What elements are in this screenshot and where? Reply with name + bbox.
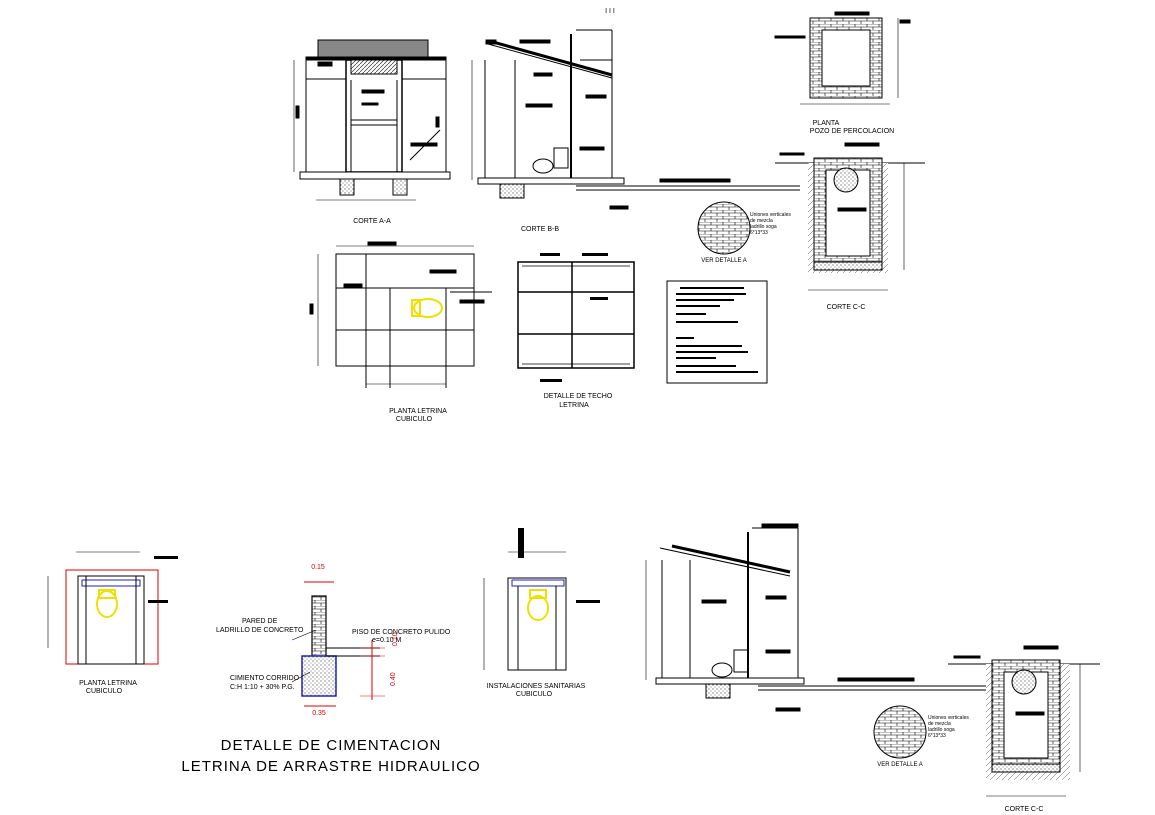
piso-label-2: e=0.10 M (372, 637, 402, 644)
detalle-techo-drawing (517, 253, 635, 382)
piso-label-1: PISO DE CONCRETO PULIDO (352, 629, 451, 636)
instalaciones-drawing (483, 528, 600, 671)
corte-cc-top-drawing (775, 142, 925, 291)
main-title-line-1: DETALLE DE CIMENTACION (220, 737, 442, 754)
uniones-bottom-line-2: de mezcla (928, 721, 951, 727)
instalaciones-label-2: CUBICULO (515, 691, 553, 698)
corte-bb-label: CORTE B-B (521, 226, 559, 233)
dim-035: 0.35 (312, 710, 326, 717)
ver-detalle-top-label: VER DETALLE A (701, 258, 747, 264)
planta-pozo-drawing (774, 11, 911, 105)
cimentacion-detail-drawing (291, 581, 385, 707)
main-title-line-2: LETRINA DE ARRASTRE HIDRAULICO (181, 758, 481, 775)
corte-bottom-drawing (645, 523, 996, 712)
corte-cc-top-label: CORTE C-C (826, 304, 866, 311)
planta-pozo-label-1: PLANTA (812, 120, 840, 127)
detalle-a-bottom-drawing (873, 705, 927, 759)
dim-015: 0.15 (311, 564, 325, 571)
corte-aa-drawing (293, 39, 451, 201)
techo-label-2: LETRINA (559, 402, 589, 409)
uniones-top-line-3: ladrillo soga (750, 224, 777, 230)
uniones-top-line-1: Uniones verticales (750, 212, 791, 218)
pared-label-2: LADRILLO DE CONCRETO (216, 627, 304, 634)
corte-aa-label: CORTE A-A (353, 218, 391, 225)
detalle-a-top-drawing (697, 201, 751, 255)
uniones-bottom-line-3: ladrillo soga (928, 727, 955, 733)
cimiento-label-2: C:H 1:10 + 30% P.G. (230, 684, 295, 691)
page-mark: I I I (605, 8, 615, 15)
uniones-bottom-line-1: Uniones verticales (928, 715, 969, 721)
ver-detalle-bottom-label: VER DETALLE A (877, 762, 923, 768)
uniones-top-line-4: 6*13*33 (750, 230, 768, 236)
planta-letrina-label-1: PLANTA LETRINA (389, 408, 447, 415)
planta-letrina-small-drawing (47, 551, 178, 665)
notes-box (666, 280, 768, 384)
techo-label-1: DETALLE DE TECHO (543, 393, 613, 400)
dim-040: 0.40 (390, 672, 397, 686)
planta-letrina-drawing (309, 241, 492, 388)
cimiento-label-1: CIMIENTO CORRIDO (230, 675, 300, 682)
planta-letrina-small-label-2: CUBICULO (85, 688, 123, 695)
pared-label-1: PARED DE (242, 618, 278, 625)
corte-bb-drawing (471, 29, 800, 210)
corte-cc-bottom-label: CORTE C-C (1004, 806, 1044, 813)
planta-pozo-label-2: POZO DE PERCOLACION (809, 128, 895, 135)
planta-letrina-label-2: CUBICULO (395, 416, 433, 423)
corte-cc-bottom-drawing (948, 645, 1100, 797)
planta-letrina-small-label-1: PLANTA LETRINA (79, 680, 137, 687)
dim-010: 0.10 (392, 632, 399, 646)
instalaciones-label-1: INSTALACIONES SANITARIAS (486, 683, 586, 690)
uniones-top-line-2: de mezcla (750, 218, 773, 224)
uniones-bottom-line-4: 6*13*33 (928, 733, 946, 739)
